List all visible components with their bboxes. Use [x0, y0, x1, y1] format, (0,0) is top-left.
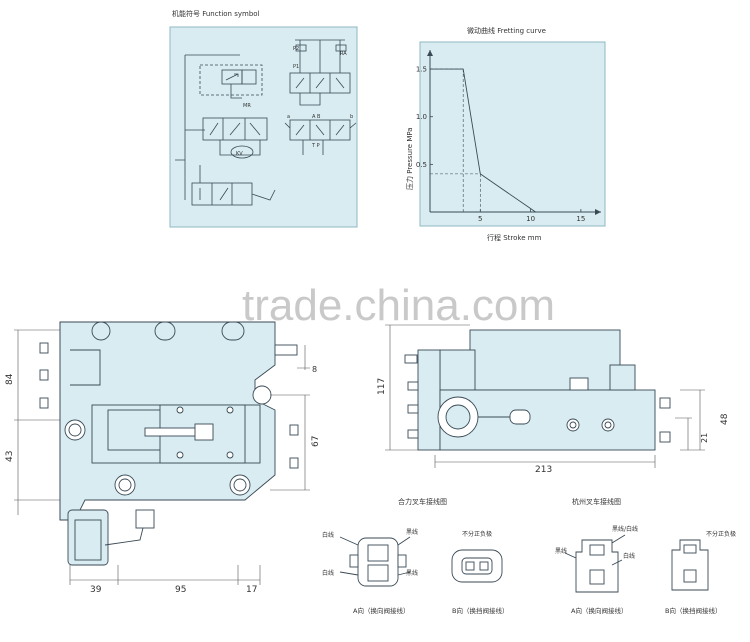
heli-wiring-title: 合力叉车接线图	[398, 497, 447, 506]
label-p2: P2	[293, 46, 299, 52]
dim-84: 84	[5, 373, 15, 385]
heli-connector-a	[339, 536, 411, 587]
side-view-dimensions	[14, 329, 310, 585]
hangzhou-wiring-title: 杭州叉车接线图	[572, 497, 621, 506]
dim-39: 39	[90, 585, 102, 595]
label-kv: KV	[236, 151, 243, 157]
y-tick-label: 1.5	[416, 66, 427, 74]
label-ra: RA	[340, 51, 347, 57]
fretting-curve-chart: 5 10 15 0.5 1.0 1.5	[416, 50, 601, 223]
heli-a-direction: A向（换向阀接线）	[353, 606, 409, 615]
label-a: a	[287, 114, 290, 120]
heli-polarity-note: 不分正负极	[462, 530, 492, 538]
function-symbol-title: 机能符号 Function symbol	[172, 9, 260, 18]
fretting-curve-xlabel: 行程 Stroke mm	[487, 233, 542, 242]
x-tick-label: 5	[478, 215, 482, 223]
x-axis-arrow	[595, 209, 601, 215]
heli-black-wire-1: 黑线	[406, 528, 418, 536]
label-tp: T P	[311, 143, 320, 149]
hangzhou-polarity-note: 不分正负极	[706, 530, 736, 538]
dim-95: 95	[175, 585, 186, 595]
dim-21: 21	[700, 433, 709, 443]
heli-black-wire-2: 黑线	[406, 569, 418, 577]
hangzhou-white-wire: 白线	[623, 552, 635, 560]
label-ab: A B	[312, 114, 321, 120]
front-view-drawing	[404, 329, 671, 451]
heli-white-wire-2: 白线	[322, 569, 334, 577]
hangzhou-connector-b	[671, 539, 709, 591]
dim-67: 67	[311, 436, 321, 447]
dim-17: 17	[246, 585, 257, 595]
hangzhou-connector-a	[564, 534, 626, 593]
y-tick-label: 0.5	[416, 161, 427, 169]
heli-white-wire-1: 白线	[322, 531, 334, 539]
dim-43: 43	[5, 451, 15, 462]
watermark-text: trade.china.com	[242, 281, 555, 330]
function-symbol-panel	[169, 26, 358, 228]
dim-8: 8	[312, 365, 317, 374]
dim-213: 213	[535, 465, 552, 475]
fretting-curve-panel	[419, 41, 606, 227]
y-axis-arrow	[427, 50, 433, 56]
function-symbol-labels: MR P2 P1 RA a b A B T P KV	[236, 46, 353, 157]
front-view-dimensions	[385, 324, 705, 468]
label-p1: P1	[293, 64, 299, 70]
hangzhou-black-wire: 黑线	[555, 547, 567, 555]
label-b: b	[350, 114, 353, 120]
hangzhou-b-direction: B向（换挡阀接线）	[665, 606, 721, 615]
y-tick-label: 1.0	[416, 113, 427, 121]
dim-48: 48	[720, 413, 730, 425]
label-mr: MR	[243, 103, 251, 109]
hangzhou-black-white-wire: 黑线/白线	[612, 525, 638, 533]
fretting-curve-ylabel: 压力 Pressure MPa	[405, 127, 414, 190]
fretting-curve-title: 微动曲线 Fretting curve	[467, 26, 546, 35]
heli-b-direction: B向（换挡阀接线）	[452, 606, 508, 615]
hangzhou-a-direction: A向（换向阀接线）	[571, 606, 627, 615]
dim-117: 117	[377, 378, 387, 395]
hydraulic-circuit-symbol	[175, 39, 357, 206]
x-tick-label: 10	[526, 215, 535, 223]
x-tick-label: 15	[576, 215, 585, 223]
side-view-drawing	[39, 321, 299, 566]
heli-connector-b	[451, 549, 503, 583]
